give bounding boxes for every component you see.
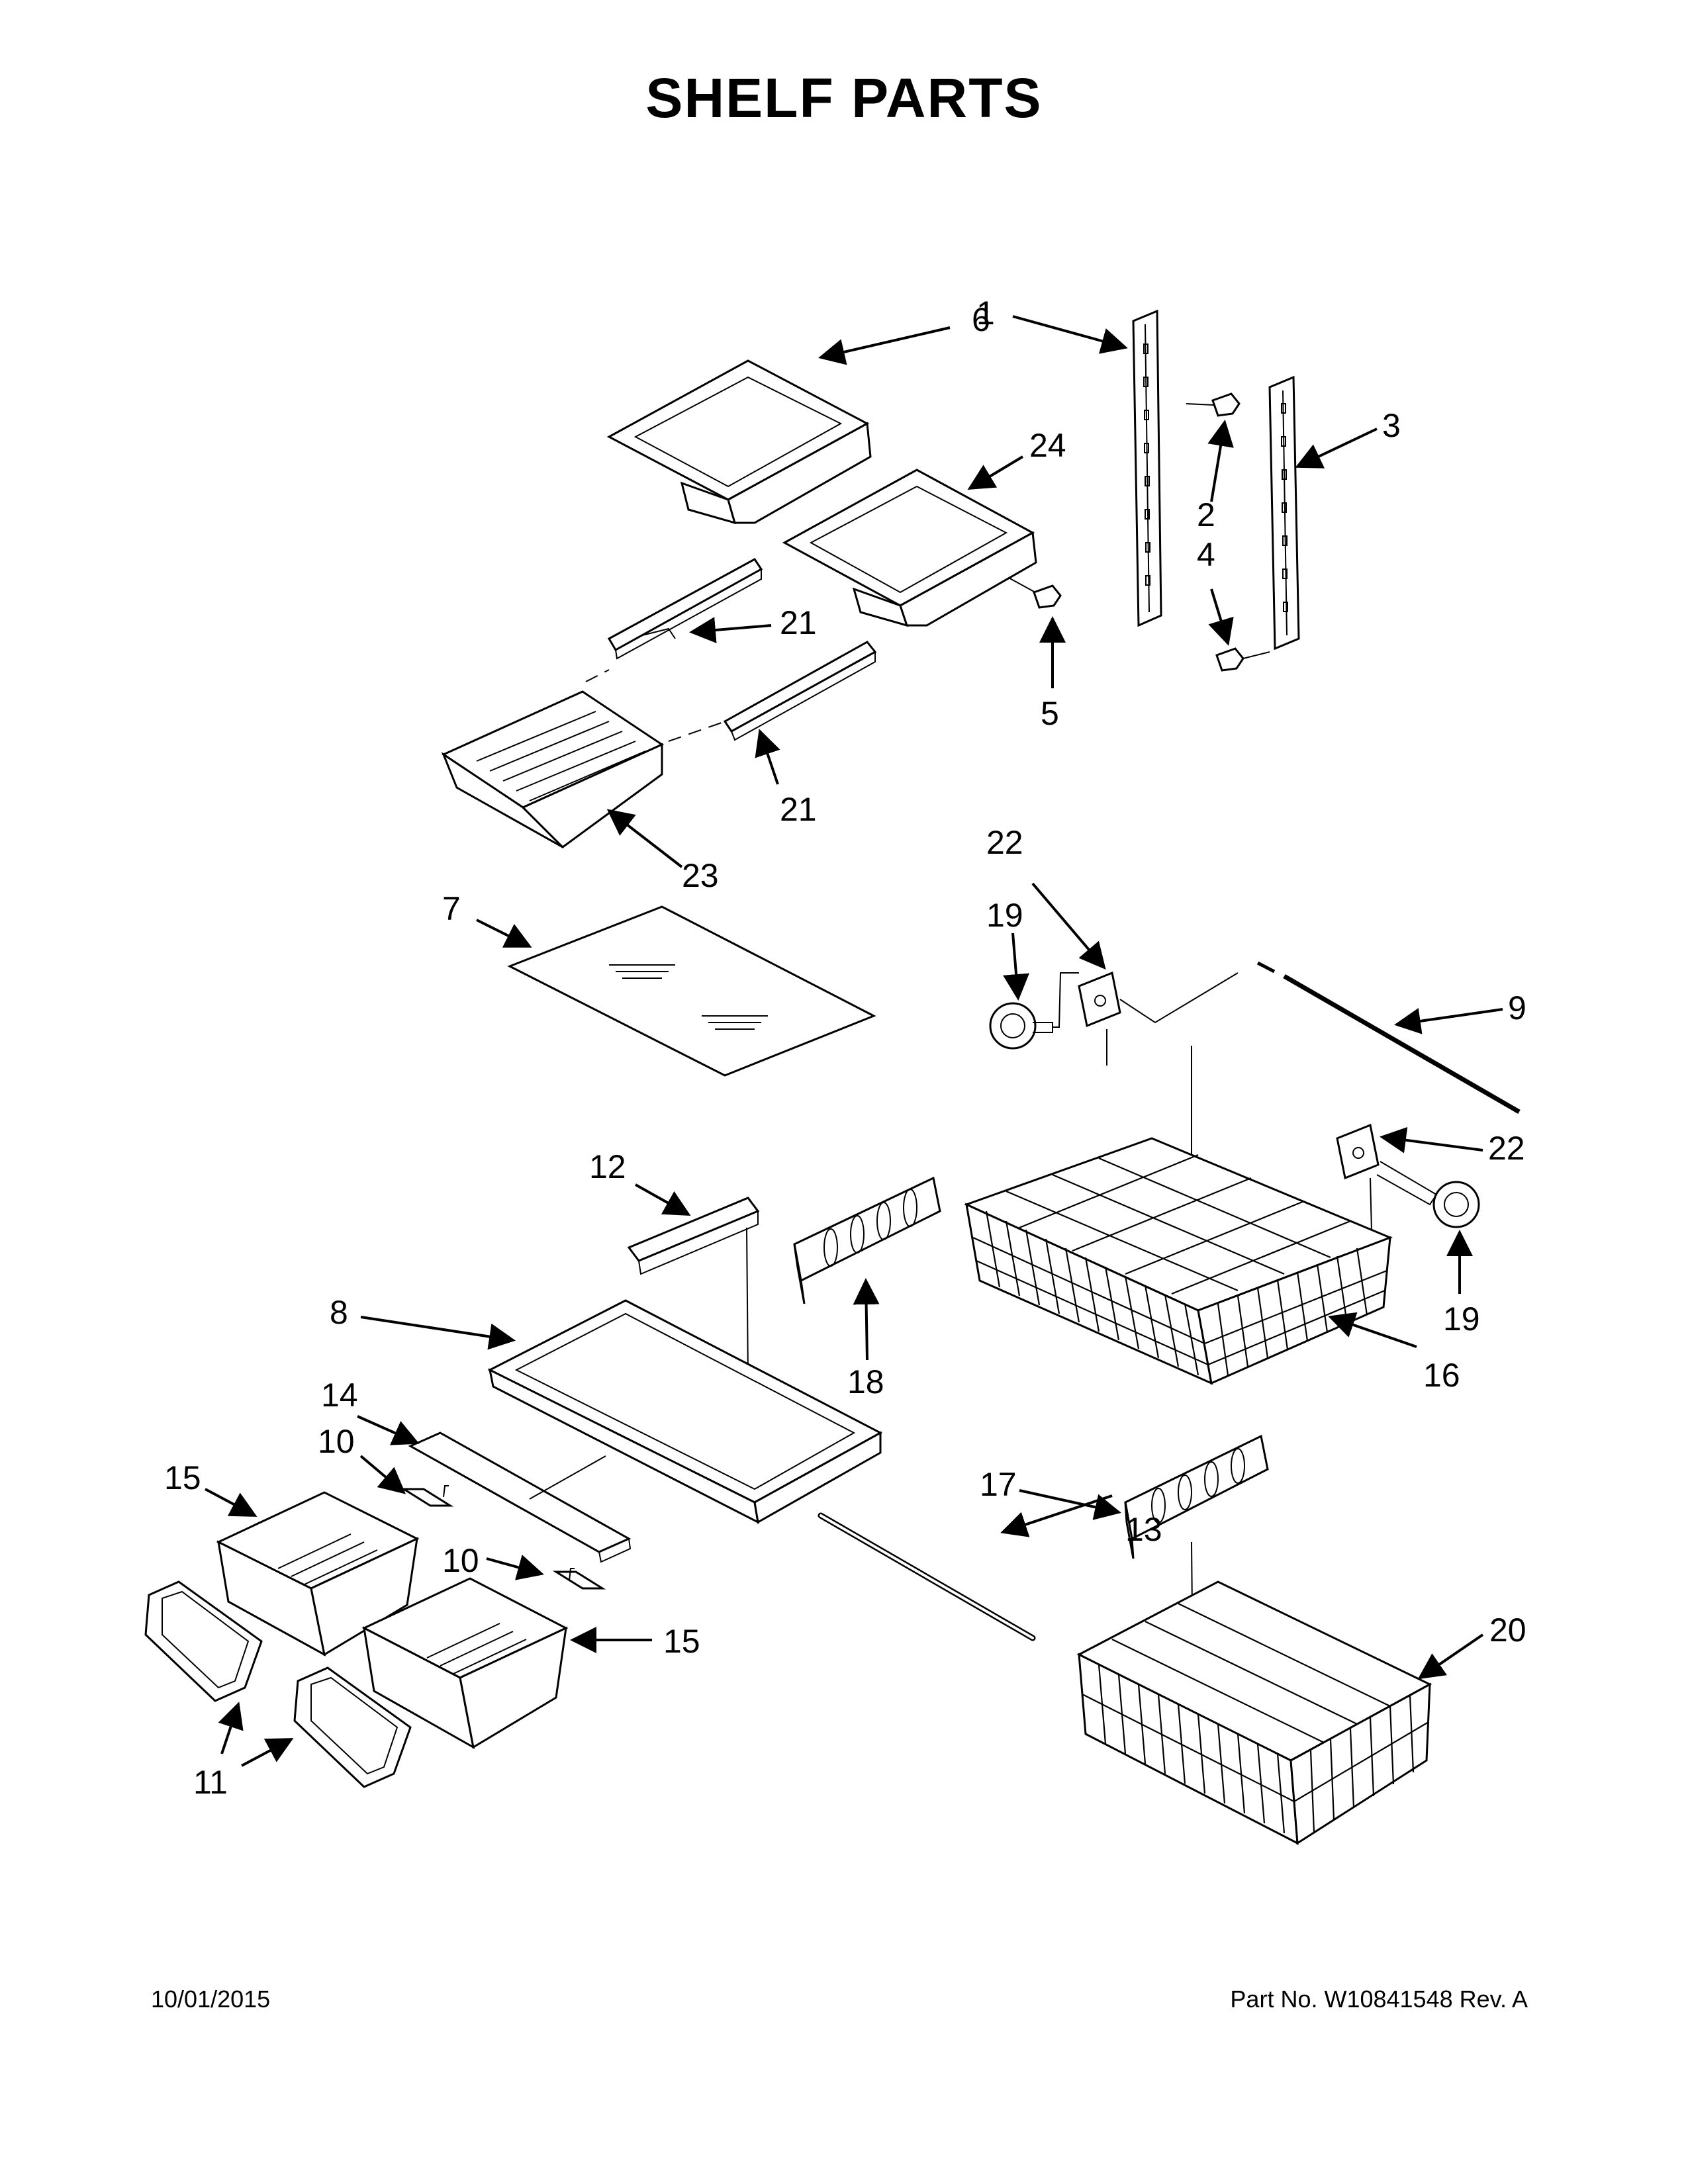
callout-15-lower: 15 bbox=[663, 1623, 700, 1660]
callout-7: 7 bbox=[442, 890, 461, 927]
callout-11: 11 bbox=[193, 1764, 228, 1801]
callout-22-upper: 22 bbox=[986, 824, 1023, 861]
callout-14: 14 bbox=[321, 1377, 358, 1414]
part-10-clip-lower bbox=[552, 1568, 606, 1590]
callout-24: 24 bbox=[1029, 427, 1066, 464]
part-1-shelf-rail-left bbox=[1132, 309, 1162, 627]
part-19-wheel-right bbox=[1376, 1161, 1480, 1228]
callout-17: 17 bbox=[980, 1466, 1017, 1503]
leader-lines bbox=[205, 315, 1503, 1767]
callout-3: 3 bbox=[1382, 407, 1401, 444]
callout-9: 9 bbox=[1508, 989, 1526, 1026]
part-8-crisper-cover-frame bbox=[487, 1299, 883, 1524]
part-17-divider bbox=[1124, 1434, 1269, 1559]
part-4-screw bbox=[1215, 647, 1270, 672]
revision-date: 10/01/2015 bbox=[151, 1985, 271, 2013]
callout-4: 4 bbox=[1197, 536, 1215, 573]
part-5-screw bbox=[992, 569, 1062, 609]
part-3-shelf-rail-right bbox=[1268, 375, 1300, 651]
part-22-bracket-right bbox=[1336, 1123, 1380, 1180]
part-6-shelf-frame bbox=[606, 359, 872, 525]
callout-2: 2 bbox=[1197, 496, 1215, 533]
callout-18: 18 bbox=[847, 1363, 884, 1400]
callout-8: 8 bbox=[330, 1294, 348, 1331]
callout-5: 5 bbox=[1041, 695, 1059, 732]
part-20-wire-basket bbox=[1076, 1580, 1432, 1845]
callout-12: 12 bbox=[589, 1148, 626, 1185]
part-12-slide bbox=[627, 1197, 760, 1275]
part-24-shelf-frame bbox=[782, 469, 1037, 627]
callout-21-upper: 21 bbox=[780, 604, 817, 641]
part-11-drawer-front-upper bbox=[144, 1580, 263, 1702]
part-15-crisper-drawer-lower bbox=[361, 1577, 569, 1749]
part-14-divider-rail bbox=[408, 1432, 632, 1563]
part-16-wire-basket bbox=[964, 1137, 1393, 1385]
part-7-glass-shelf bbox=[507, 905, 876, 1077]
part-21-drawer-slide-upper bbox=[607, 558, 763, 660]
part-13-rod bbox=[818, 1512, 1036, 1641]
callout-20: 20 bbox=[1489, 1612, 1526, 1649]
callout-22-right: 22 bbox=[1488, 1130, 1525, 1167]
part-number: Part No. W10841548 Rev. A bbox=[1230, 1985, 1528, 2013]
callout-6: 6 bbox=[972, 301, 990, 338]
part-10-clip-upper bbox=[400, 1485, 454, 1507]
callout-13: 13 bbox=[1125, 1511, 1162, 1548]
callout-23: 23 bbox=[682, 857, 719, 894]
callout-10-upper: 10 bbox=[318, 1423, 355, 1460]
callout-19-upper: 19 bbox=[986, 897, 1023, 934]
part-22-bracket-left bbox=[1078, 971, 1121, 1028]
callout-10-lower: 10 bbox=[442, 1542, 479, 1579]
callout-15-upper: 15 bbox=[164, 1459, 201, 1496]
part-21-drawer-slide-lower bbox=[723, 641, 877, 741]
callout-19-right: 19 bbox=[1443, 1300, 1480, 1338]
page-title: SHELF PARTS bbox=[645, 67, 1043, 129]
part-9-rod bbox=[1256, 961, 1521, 1115]
callout-16: 16 bbox=[1423, 1357, 1460, 1394]
part-15-crisper-drawer-upper bbox=[216, 1491, 420, 1657]
part-19-wheel-left bbox=[989, 1002, 1053, 1050]
callout-labels: 1 6 3 24 2 4 21 5 21 23 22 7 19 9 22 12 … bbox=[164, 295, 1526, 1801]
callout-1: 1 bbox=[976, 295, 995, 332]
part-11-drawer-front-lower bbox=[293, 1666, 412, 1788]
part-2-screw bbox=[1186, 392, 1241, 417]
callout-21-lower: 21 bbox=[780, 791, 817, 828]
part-23-deli-drawer bbox=[441, 690, 665, 848]
part-18-divider bbox=[793, 1176, 941, 1304]
